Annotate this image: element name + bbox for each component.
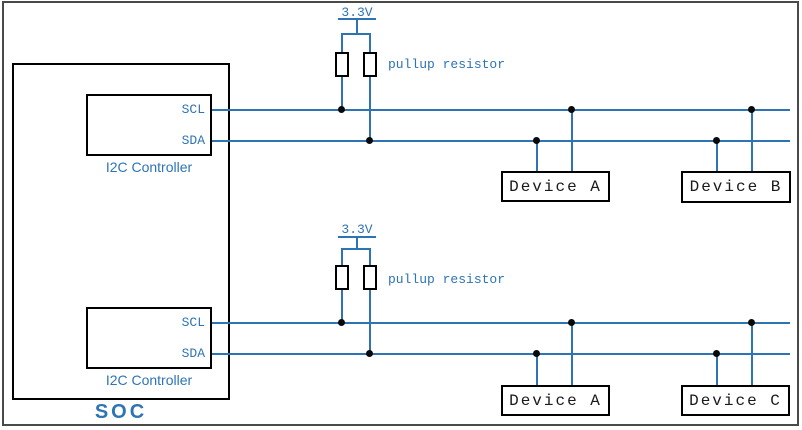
device-b-scl-wire [751,109,753,171]
device-box-b: Device B [681,171,791,203]
device-b-sda-wire [716,140,718,171]
device-box-a1: Device A [501,171,610,202]
sda-bus-wire-2 [212,353,790,355]
junction-dot [533,350,540,357]
sda-bus-wire-1 [212,140,790,142]
i2c-controller-box-2 [86,307,212,369]
pullup-split-wire-2 [341,248,371,250]
junction-dot [366,137,373,144]
sda-pin-label-2: SDA [181,346,205,361]
pullup-resistor-scl-2 [335,265,349,290]
junction-dot [338,319,345,326]
pullup-resistor-sda-2 [363,265,377,290]
device-label: Device B [689,178,783,196]
soc-label: SOC [94,401,148,423]
device-box-c: Device C [681,385,790,416]
scl-pin-label-2: SCL [181,315,205,330]
device-box-a2: Device A [501,385,610,416]
junction-dot [568,106,575,113]
junction-dot [366,350,373,357]
pullup-resistor-scl-1 [335,52,349,77]
pullup-scl-wire-lower-2 [341,290,343,323]
pullup-resistor-label-2: pullup resistor [388,272,506,287]
device-c-sda-wire [716,353,718,385]
pullup-scl-wire-upper-1 [341,33,343,52]
supply-voltage-label-2: 3.3V [341,222,373,237]
pullup-resistor-label-1: pullup resistor [388,57,506,72]
supply-stub-wire-1 [356,18,358,35]
supply-voltage-label-1: 3.3V [341,5,373,20]
junction-dot [338,106,345,113]
device-c-scl-wire [751,322,753,385]
pullup-resistor-sda-1 [363,52,377,77]
junction-dot [713,137,720,144]
scl-bus-wire-2 [212,322,790,324]
scl-bus-wire-1 [212,109,790,111]
sda-pin-label-1: SDA [181,133,205,148]
device-a1-scl-wire [571,109,573,171]
junction-dot [568,319,575,326]
device-a2-sda-wire [536,353,538,385]
junction-dot [533,137,540,144]
pullup-sda-wire-upper-2 [369,248,371,266]
supply-stub-wire-2 [356,236,358,250]
device-label: Device A [509,391,602,410]
device-label: Device C [689,391,782,410]
i2c-controller-box-1 [86,94,212,156]
device-a1-sda-wire [536,140,538,171]
scl-pin-label-1: SCL [181,102,205,117]
i2c-controller-caption-1: I2C Controller [105,159,193,175]
pullup-sda-wire-lower-2 [369,290,371,355]
pullup-scl-wire-lower-1 [341,77,343,110]
device-a2-scl-wire [571,322,573,385]
junction-dot [713,350,720,357]
pullup-sda-wire-upper-1 [369,33,371,52]
pullup-sda-wire-lower-1 [369,77,371,141]
device-label: Device A [509,177,602,196]
i2c-controller-caption-2: I2C Controller [105,372,193,388]
pullup-split-wire-1 [341,33,371,35]
junction-dot [748,106,755,113]
pullup-scl-wire-upper-2 [341,248,343,266]
junction-dot [748,319,755,326]
